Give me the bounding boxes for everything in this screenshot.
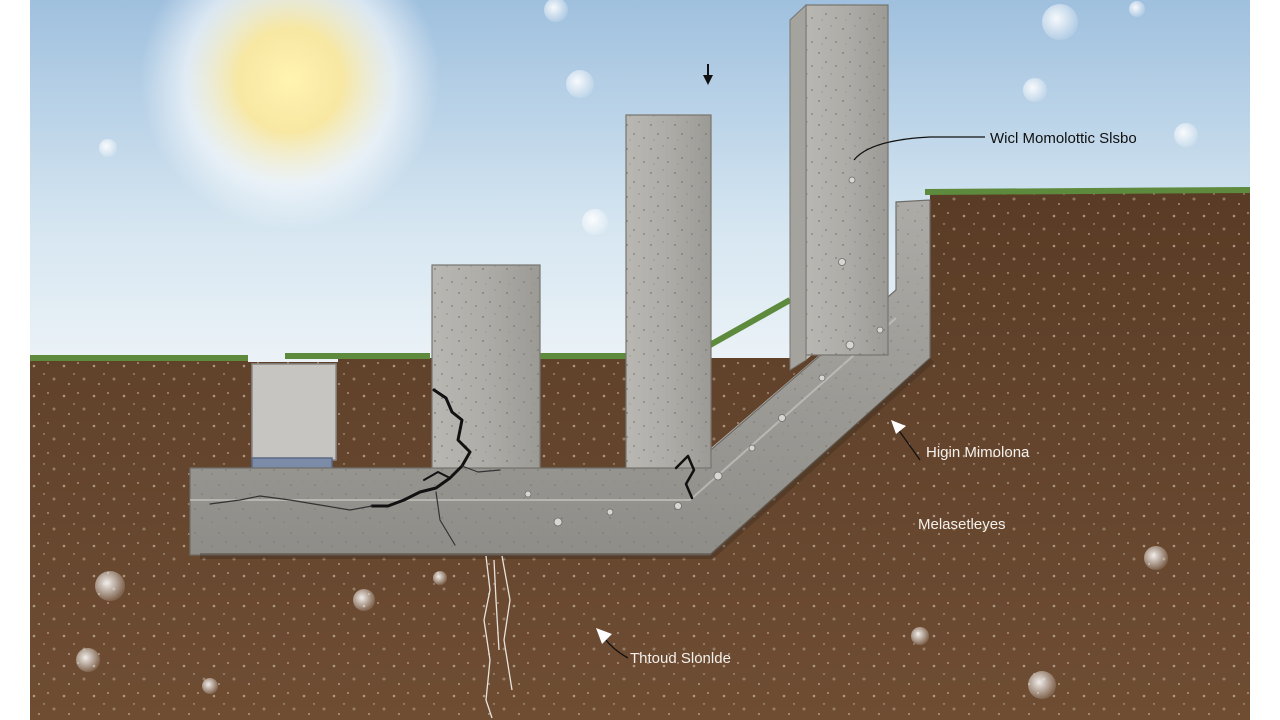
pointer-arrow-icon-2 [596,628,612,644]
slab-edge [190,317,897,501]
slab-speckle [190,200,930,555]
callout-label-bottom: Thtoud Slonlde [630,650,731,667]
callout-label-lower-right: Melasetleyes [918,516,1006,533]
column-2 [625,114,712,469]
arrows [596,64,906,644]
column-1 [431,264,541,469]
bubbles [76,0,1198,699]
column-3 [789,3,889,371]
pointer-arrow-icon [891,420,906,434]
down-arrow-icon [703,75,713,85]
grass [30,187,1251,361]
droplets [524,176,884,527]
trench-block [251,363,337,461]
callout-label-middle-right: Higin Mimolona [926,444,1030,461]
callout-label-top-right: Wicl Momolottic Slsbo [990,130,1137,147]
subsurface-crack [483,555,513,719]
slab-shadow [200,357,934,559]
sun [140,0,440,230]
crack [209,388,696,546]
